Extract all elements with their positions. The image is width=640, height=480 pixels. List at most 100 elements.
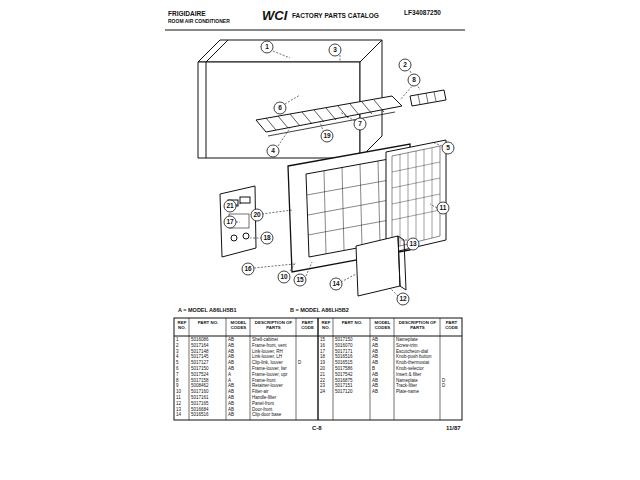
table-cell: AB bbox=[228, 361, 234, 366]
table-cell: 5016875 bbox=[335, 379, 353, 384]
table-cell: 11 bbox=[176, 396, 181, 401]
table-cell: 5017542 bbox=[335, 373, 353, 378]
table-cell: 21 bbox=[320, 373, 325, 378]
callout-number: 13 bbox=[409, 241, 416, 248]
table-cell: 3 bbox=[176, 350, 179, 355]
table-cell: AB bbox=[228, 396, 234, 401]
table-cell: 16 bbox=[320, 344, 325, 349]
table-cell: Track-filter bbox=[396, 384, 417, 389]
table-cell: 9 bbox=[176, 384, 179, 389]
table-cell: D bbox=[442, 384, 445, 389]
table-cell: Door-front bbox=[252, 408, 272, 413]
table-cell: A bbox=[228, 379, 231, 384]
table-cell: AB bbox=[228, 350, 234, 355]
table-cell: Frame-front, vent bbox=[252, 344, 287, 349]
table-cell: AB bbox=[228, 402, 234, 407]
table-cell: 5008462 bbox=[191, 384, 209, 389]
table-header: REF NO. bbox=[319, 321, 333, 330]
table-cell: Retainer-louver bbox=[252, 384, 283, 389]
table-cell: 5017127 bbox=[191, 361, 209, 366]
table-cell: 5016070 bbox=[335, 344, 353, 349]
callout-number: 14 bbox=[332, 281, 339, 288]
table-cell: Link-louver, LH bbox=[252, 355, 282, 360]
callout-number: 8 bbox=[412, 77, 416, 84]
table-cell: Frame-front bbox=[252, 379, 276, 384]
table-cell: Knob-selector bbox=[396, 367, 424, 372]
table-cell: Plate-name bbox=[396, 390, 419, 395]
table-cell: Screw-trim bbox=[396, 344, 418, 349]
model-legend: A = MODEL A86LH5B1 bbox=[178, 308, 237, 314]
table-cell: 20 bbox=[320, 367, 325, 372]
header-text: WCI bbox=[262, 9, 287, 23]
table-cell: 5016516 bbox=[191, 413, 209, 418]
table-cell: AB bbox=[372, 355, 378, 360]
table-cell: 22 bbox=[320, 379, 325, 384]
table-cell: Knob-push button bbox=[396, 355, 432, 360]
table-cell: AB bbox=[228, 390, 234, 395]
table-cell: 13 bbox=[176, 408, 181, 413]
callout-number: 4 bbox=[271, 148, 275, 155]
table-cell: 8 bbox=[176, 379, 179, 384]
table-cell: AB bbox=[372, 361, 378, 366]
table-header: PART CODE bbox=[297, 321, 318, 330]
table-header: PART CODE bbox=[441, 321, 462, 330]
table-cell: Handle-filter bbox=[252, 396, 276, 401]
table-cell: AB bbox=[228, 413, 234, 418]
header-text: ROOM AIR CONDITIONER bbox=[168, 19, 230, 24]
table-cell: Filter-air bbox=[252, 390, 269, 395]
page-footer: C-8 bbox=[312, 425, 322, 431]
table-cell: Nameplate bbox=[396, 338, 418, 343]
header-text: FACTORY PARTS CATALOG bbox=[292, 13, 379, 20]
table-cell: AB bbox=[372, 373, 378, 378]
table-cell: 2 bbox=[176, 344, 179, 349]
callout-number: 3 bbox=[333, 47, 337, 54]
table-cell: 5017150 bbox=[335, 338, 353, 343]
table-cell: 5017148 bbox=[191, 350, 209, 355]
table-cell: Panel-front bbox=[252, 402, 274, 407]
table-cell: 5016516 bbox=[335, 355, 353, 360]
table-cell: AB bbox=[372, 344, 378, 349]
table-cell: Clip-link, louver bbox=[252, 361, 283, 366]
table-cell: 5017145 bbox=[191, 355, 209, 360]
table-cell: 5017164 bbox=[191, 344, 209, 349]
table-cell: 23 bbox=[320, 384, 325, 389]
table-header: PART NO. bbox=[334, 321, 370, 326]
callout-number: 17 bbox=[226, 219, 233, 226]
table-cell: Nameplate bbox=[396, 379, 418, 384]
table-cell: Knob-thermostat bbox=[396, 361, 429, 366]
table-cell: 17 bbox=[320, 350, 325, 355]
callout-number: 11 bbox=[440, 205, 447, 212]
table-cell: AB bbox=[228, 367, 234, 372]
table-cell: 7 bbox=[176, 373, 179, 378]
table-cell: 14 bbox=[176, 413, 181, 418]
table-cell: AB bbox=[228, 338, 234, 343]
table-cell: 5017158 bbox=[191, 379, 209, 384]
table-header: REF NO. bbox=[175, 321, 189, 330]
callout-number: 21 bbox=[226, 203, 233, 210]
table-cell: 5017120 bbox=[335, 390, 353, 395]
header-text: LF34087250 bbox=[404, 10, 441, 17]
table-cell: D bbox=[298, 361, 301, 366]
table-cell: 5017160 bbox=[191, 390, 209, 395]
table-cell: Shell-cabinet bbox=[252, 338, 278, 343]
table-cell: 5016684 bbox=[191, 408, 209, 413]
table-cell: 5017586 bbox=[335, 367, 353, 372]
table-cell: AB bbox=[228, 355, 234, 360]
table-cell: AB bbox=[228, 384, 234, 389]
callout-number: 15 bbox=[296, 277, 303, 284]
callout-number: 10 bbox=[280, 274, 287, 281]
table-cell: AB bbox=[228, 344, 234, 349]
table-cell: 5017524 bbox=[191, 373, 209, 378]
page-footer: 11/87 bbox=[446, 425, 461, 431]
table-cell: 19 bbox=[320, 361, 325, 366]
table-cell: 5017161 bbox=[191, 396, 209, 401]
table-cell: AB bbox=[228, 408, 234, 413]
table-cell: 5016515 bbox=[335, 361, 353, 366]
table-cell: 5017151 bbox=[335, 384, 353, 389]
table-cell: Clip-door base bbox=[252, 413, 281, 418]
callout-number: 7 bbox=[358, 121, 362, 128]
table-cell: 18 bbox=[320, 355, 325, 360]
callout-number: 16 bbox=[244, 266, 251, 273]
table-cell: Insert & filter bbox=[396, 373, 421, 378]
